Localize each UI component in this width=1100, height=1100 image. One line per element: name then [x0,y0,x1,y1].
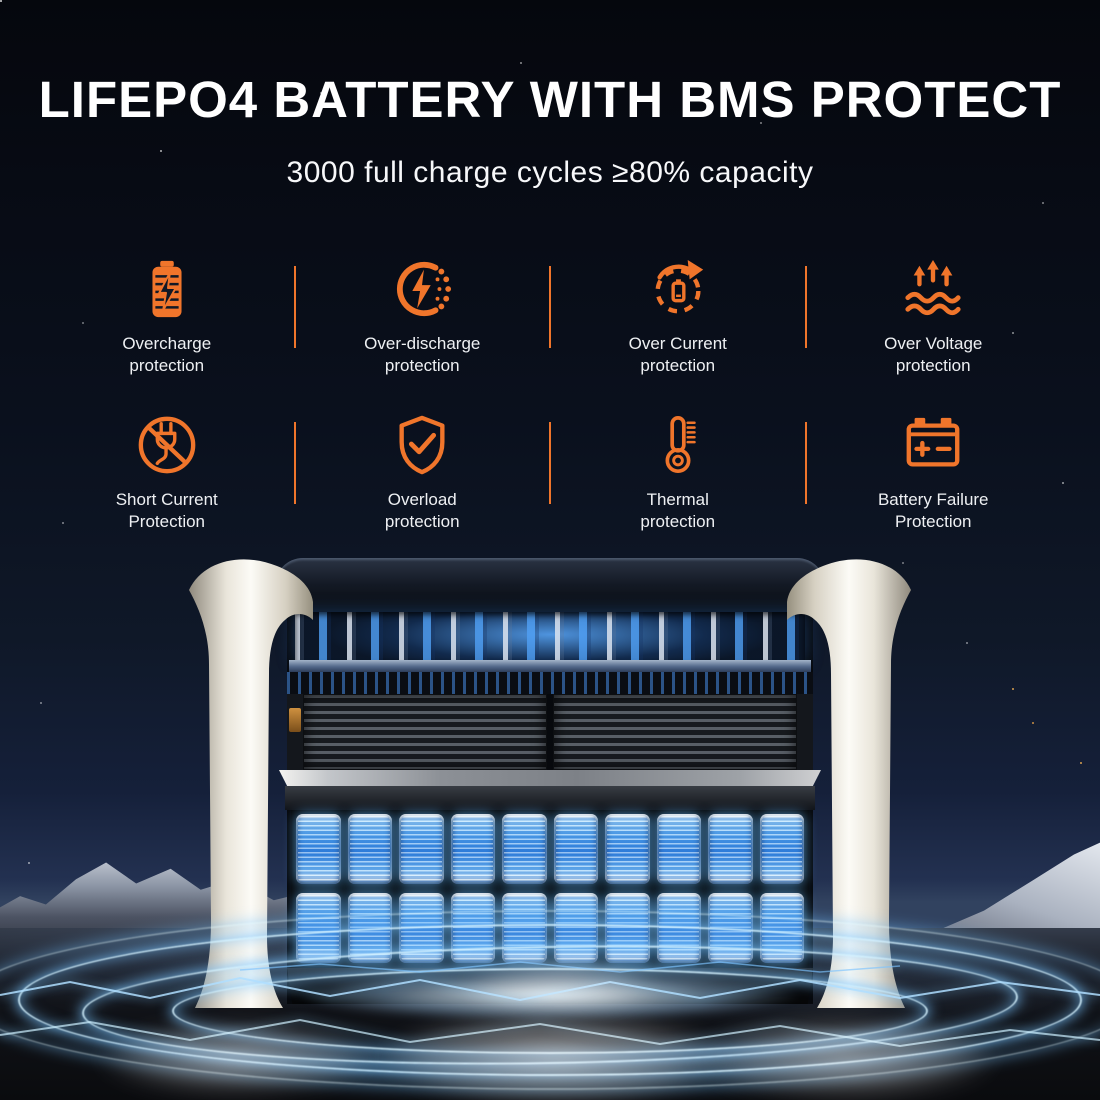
power-station-cutaway [183,556,917,1008]
battery-cell [347,893,392,963]
battery-cell [656,893,701,963]
column-divider [293,266,296,348]
left-handle [189,559,313,1008]
battery-failure-icon [901,414,965,476]
battery-cell [296,814,341,884]
battery-cell [450,893,495,963]
battery-cell [759,814,804,884]
battery-cell [347,814,392,884]
side-component-right [797,694,813,770]
sub-board [287,672,813,694]
side-handles [189,559,911,1008]
short-current-icon [135,414,199,476]
heatsink [303,694,797,770]
right-handle [787,559,911,1008]
battery-cell [656,814,701,884]
battery-cell [759,893,804,963]
battery-cell [450,814,495,884]
battery-cell-bank [291,810,809,968]
page-subtitle: 3000 full charge cycles ≥80% capacity [286,156,814,189]
circuit-board [295,612,805,662]
heatsink-fins-right [553,694,797,770]
device-top-panel [275,558,825,614]
circuit-board-edge [289,660,811,672]
over-discharge-icon [390,258,454,320]
battery-cell [605,814,650,884]
battery-cell [553,814,598,884]
column-divider [804,422,807,504]
metal-shelf [279,770,821,786]
battery-cell [399,814,444,884]
battery-cell [296,893,341,963]
battery-cell-row [296,814,804,884]
shelf-shadow [285,786,815,810]
column-divider [804,266,807,348]
page-title: LIFEPO4 BATTERY WITH BMS PROTECT [38,71,1062,128]
thermal-icon [646,414,710,476]
battery-cell [553,893,598,963]
over-voltage-icon [901,258,965,320]
battery-cell [502,814,547,884]
battery-cell [502,893,547,963]
battery-cell [399,893,444,963]
copper-coil [289,708,301,732]
battery-cell [708,893,753,963]
column-divider [549,266,551,348]
starfield [0,0,2,2]
battery-cell [708,814,753,884]
overload-shield-icon [390,414,454,476]
overcharge-battery-icon [135,258,199,320]
battery-cell-row [296,893,804,963]
column-divider [549,422,551,504]
over-current-icon [646,258,710,320]
battery-cell [605,893,650,963]
column-divider [293,422,296,504]
heatsink-fins-left [303,694,547,770]
